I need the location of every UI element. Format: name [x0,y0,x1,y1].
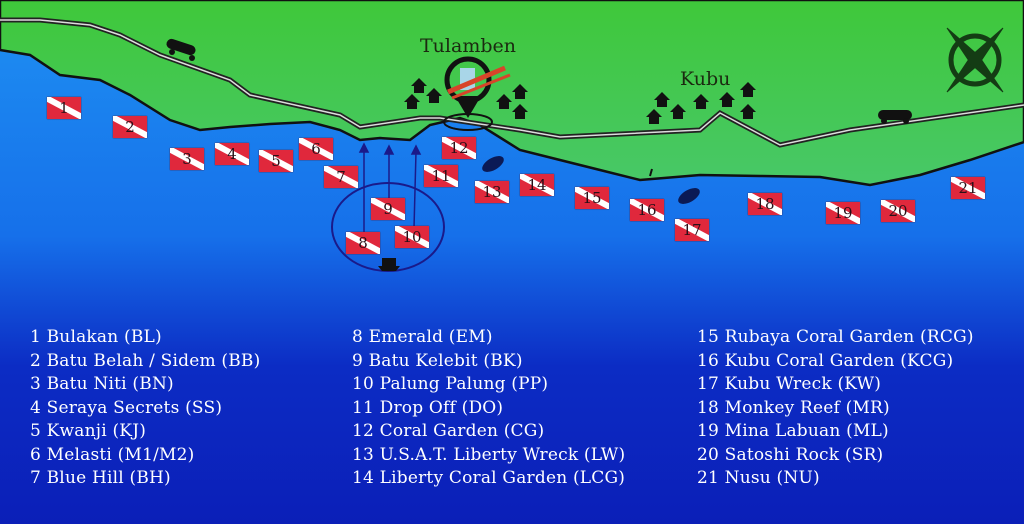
flag-number: 7 [336,168,346,186]
legend-item: 12 Coral Garden (CG) [352,421,545,441]
town-label-tulamben: Tulamben [420,35,516,57]
flag-number: 19 [833,204,853,222]
boat-icon [378,258,400,271]
dive-flag[interactable]: 6 [299,138,333,160]
legend-item: 2 Batu Belah / Sidem (BB) [30,350,261,371]
dive-flag[interactable]: 17 [675,219,709,241]
dive-flag[interactable]: 18 [748,193,782,215]
wreck-icon [482,156,700,204]
legend-item: 20 Satoshi Rock (SR) [697,444,884,465]
flag-number: 1 [59,99,69,117]
flag-number: 16 [637,201,657,219]
legend-item: 1 Bulakan (BL) [30,327,162,347]
legend-item: 7 Blue Hill (BH) [30,468,171,488]
dive-flag[interactable]: 11 [424,165,458,187]
legend-item: 4 Seraya Secrets (SS) [30,397,223,418]
arrows [358,142,422,232]
flag-number: 5 [271,152,281,170]
legend-item: 6 Melasti (M1/M2) [30,444,195,465]
flag-number: 3 [182,150,192,168]
flag-number: 9 [383,200,393,218]
flag-number: 12 [449,139,469,157]
legend-item: 11 Drop Off (DO) [352,397,504,418]
legend-item: 3 Batu Niti (BN) [30,374,174,394]
compass-rose-icon [946,27,1004,93]
dive-flag[interactable]: 13 [475,181,509,203]
car-icon [878,110,912,124]
dive-flag[interactable]: 7 [324,166,358,188]
dive-flag[interactable]: 4 [215,143,249,165]
flag-number: 17 [682,221,702,239]
flag-number: 21 [958,179,978,197]
dive-flag[interactable]: 3 [170,148,204,170]
flag-number: 8 [358,234,368,252]
legend-item: 19 Mina Labuan (ML) [697,421,889,441]
legend-item: 13 U.S.A.T. Liberty Wreck (LW) [352,444,626,465]
legend-item: 16 Kubu Coral Garden (KCG) [697,350,954,371]
flag-number: 20 [888,202,908,220]
legend-column-2: 8 Emerald (EM) 9 Batu Kelebit (BK) 10 Pa… [352,326,625,491]
flag-number: 10 [402,228,422,246]
legend-item: 8 Emerald (EM) [352,327,493,347]
legend-item: 5 Kwanji (KJ) [30,421,147,441]
town-label-kubu: Kubu [680,68,731,90]
flag-number: 13 [482,183,502,201]
flag-number: 4 [227,145,237,163]
dive-flag[interactable]: 1 [47,97,81,119]
dive-flag[interactable]: 19 [826,202,860,224]
dive-flag[interactable]: 9 [371,198,405,220]
dive-flag[interactable]: 10 [395,226,429,248]
legend-item: 14 Liberty Coral Garden (LCG) [352,468,626,488]
flag-number: 2 [125,118,135,136]
dive-flag[interactable]: 20 [881,200,915,222]
dive-flag[interactable]: 14 [520,174,554,196]
car-icon [166,38,196,61]
houses-icon [404,78,756,124]
dive-flag[interactable]: 2 [113,116,147,138]
legend-item: 17 Kubu Wreck (KW) [697,374,882,394]
flag-number: 6 [311,140,321,158]
dive-flag[interactable]: 5 [259,150,293,172]
flag-number: 14 [527,176,547,194]
location-pin-icon [443,56,511,131]
dive-flag[interactable]: 16 [630,199,664,221]
dive-flag[interactable]: 15 [575,187,609,209]
dive-flag[interactable]: 21 [951,177,985,199]
legend-column-1: 1 Bulakan (BL) 2 Batu Belah / Sidem (BB)… [30,326,260,491]
legend-item: 9 Batu Kelebit (BK) [352,350,523,371]
flag-number: 11 [431,167,451,185]
flag-number: 15 [582,189,602,207]
dive-flag[interactable]: 8 [346,232,380,254]
legend-column-3: 15 Rubaya Coral Garden (RCG) 16 Kubu Cor… [697,326,974,491]
legend-item: 15 Rubaya Coral Garden (RCG) [697,327,974,347]
legend-item: 10 Palung Palung (PP) [352,374,549,394]
pier [649,168,653,177]
dive-flag[interactable]: 12 [442,137,476,159]
flag-number: 18 [755,195,775,213]
legend-item: 21 Nusu (NU) [697,468,820,488]
legend-item: 18 Monkey Reef (MR) [697,397,890,418]
